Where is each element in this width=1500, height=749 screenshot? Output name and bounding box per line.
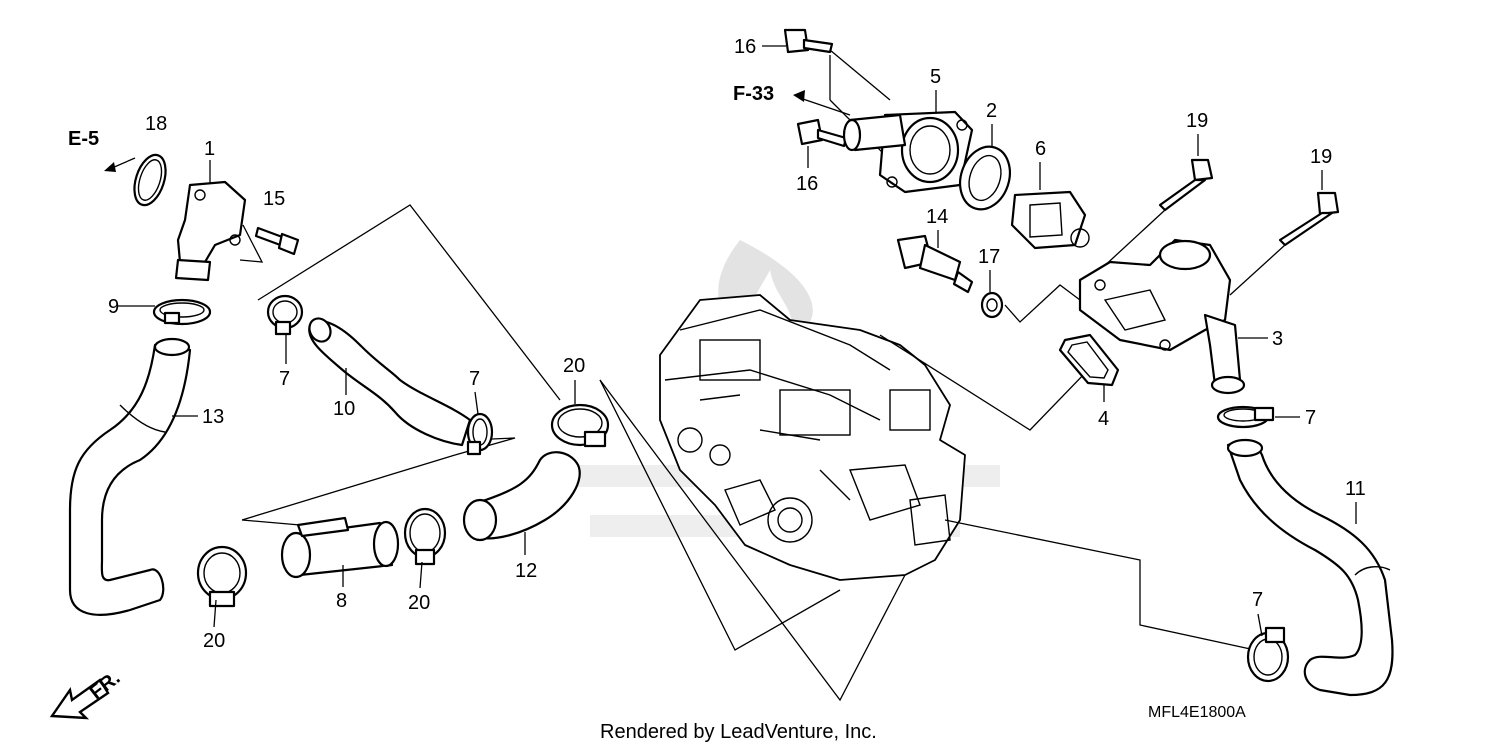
label-part-12: 12	[515, 560, 537, 582]
label-part-19-b: 19	[1310, 146, 1332, 168]
part-2-seal	[959, 145, 1011, 211]
label-part-17: 17	[978, 246, 1000, 268]
cylinder-head-assembly	[659, 294, 966, 581]
part-7-hose-clamp-b	[466, 412, 494, 456]
part-8-water-pipe	[280, 516, 400, 579]
label-part-20-b: 20	[408, 592, 430, 614]
part-10-water-hose	[308, 317, 472, 447]
part-16-bolt-a	[783, 28, 834, 54]
label-part-4: 4	[1098, 408, 1109, 430]
label-part-3: 3	[1272, 328, 1283, 350]
label-part-20-c: 20	[203, 630, 225, 652]
reference-e5: E-5	[68, 128, 99, 150]
part-16-bolt-b	[796, 118, 848, 148]
label-part-7-c: 7	[1305, 407, 1316, 429]
label-part-10: 10	[333, 398, 355, 420]
label-part-5: 5	[930, 66, 941, 88]
label-part-7-b: 7	[469, 368, 480, 390]
part-1-water-outlet	[174, 180, 247, 282]
part-11-water-hose	[1226, 438, 1394, 697]
label-part-16-b: 16	[796, 173, 818, 195]
credit-text: Rendered by LeadVenture, Inc.	[600, 721, 877, 743]
part-15-bolt	[254, 226, 300, 256]
part-20-hose-clamp-c	[550, 403, 610, 448]
part-19-bolt-b	[1278, 191, 1340, 247]
part-14-temperature-sensor	[896, 234, 974, 294]
part-9-hose-clamp	[152, 298, 212, 326]
label-part-1: 1	[204, 138, 215, 160]
leader-lines	[209, 49, 1286, 702]
label-part-8: 8	[336, 590, 347, 612]
part-4-gasket	[1058, 333, 1120, 387]
label-part-19-a: 19	[1186, 110, 1208, 132]
label-part-6: 6	[1035, 138, 1046, 160]
label-part-2: 2	[986, 100, 997, 122]
part-13-water-hose	[68, 337, 192, 616]
part-18-o-ring	[133, 153, 167, 207]
label-part-7-d: 7	[1252, 589, 1263, 611]
part-20-hose-clamp-b	[403, 507, 447, 566]
part-12-water-hose	[462, 451, 581, 542]
label-part-11: 11	[1345, 478, 1366, 500]
label-part-20-a: 20	[563, 355, 585, 377]
part-19-bolt-a	[1158, 158, 1214, 212]
part-labels: 1 18 15 9 13 7 10 7 20 12 8 20 20 16 16 …	[108, 36, 1366, 652]
label-part-15: 15	[263, 188, 285, 210]
label-part-18: 18	[145, 113, 167, 135]
diagram-code: MFL4E1800A	[1148, 704, 1246, 721]
part-17-washer	[980, 291, 1004, 319]
part-5-thermostat-cover	[842, 110, 974, 194]
label-part-7-a: 7	[279, 368, 290, 390]
front-direction-arrow	[49, 678, 110, 720]
part-7-hose-clamp-d	[1246, 626, 1290, 683]
part-6-thermostat	[1010, 190, 1090, 250]
part-7-hose-clamp-c	[1216, 405, 1275, 429]
label-part-14: 14	[926, 206, 948, 228]
reference-arrows	[104, 90, 805, 172]
part-7-hose-clamp-a	[266, 294, 304, 336]
label-part-13: 13	[202, 406, 224, 428]
label-leader-ticks	[118, 45, 1357, 637]
label-part-9: 9	[108, 296, 119, 318]
part-3-thermostat-housing	[1078, 238, 1246, 395]
part-20-hose-clamp-a	[196, 545, 248, 608]
label-part-16-a: 16	[734, 36, 756, 58]
reference-f33: F-33	[733, 83, 774, 105]
